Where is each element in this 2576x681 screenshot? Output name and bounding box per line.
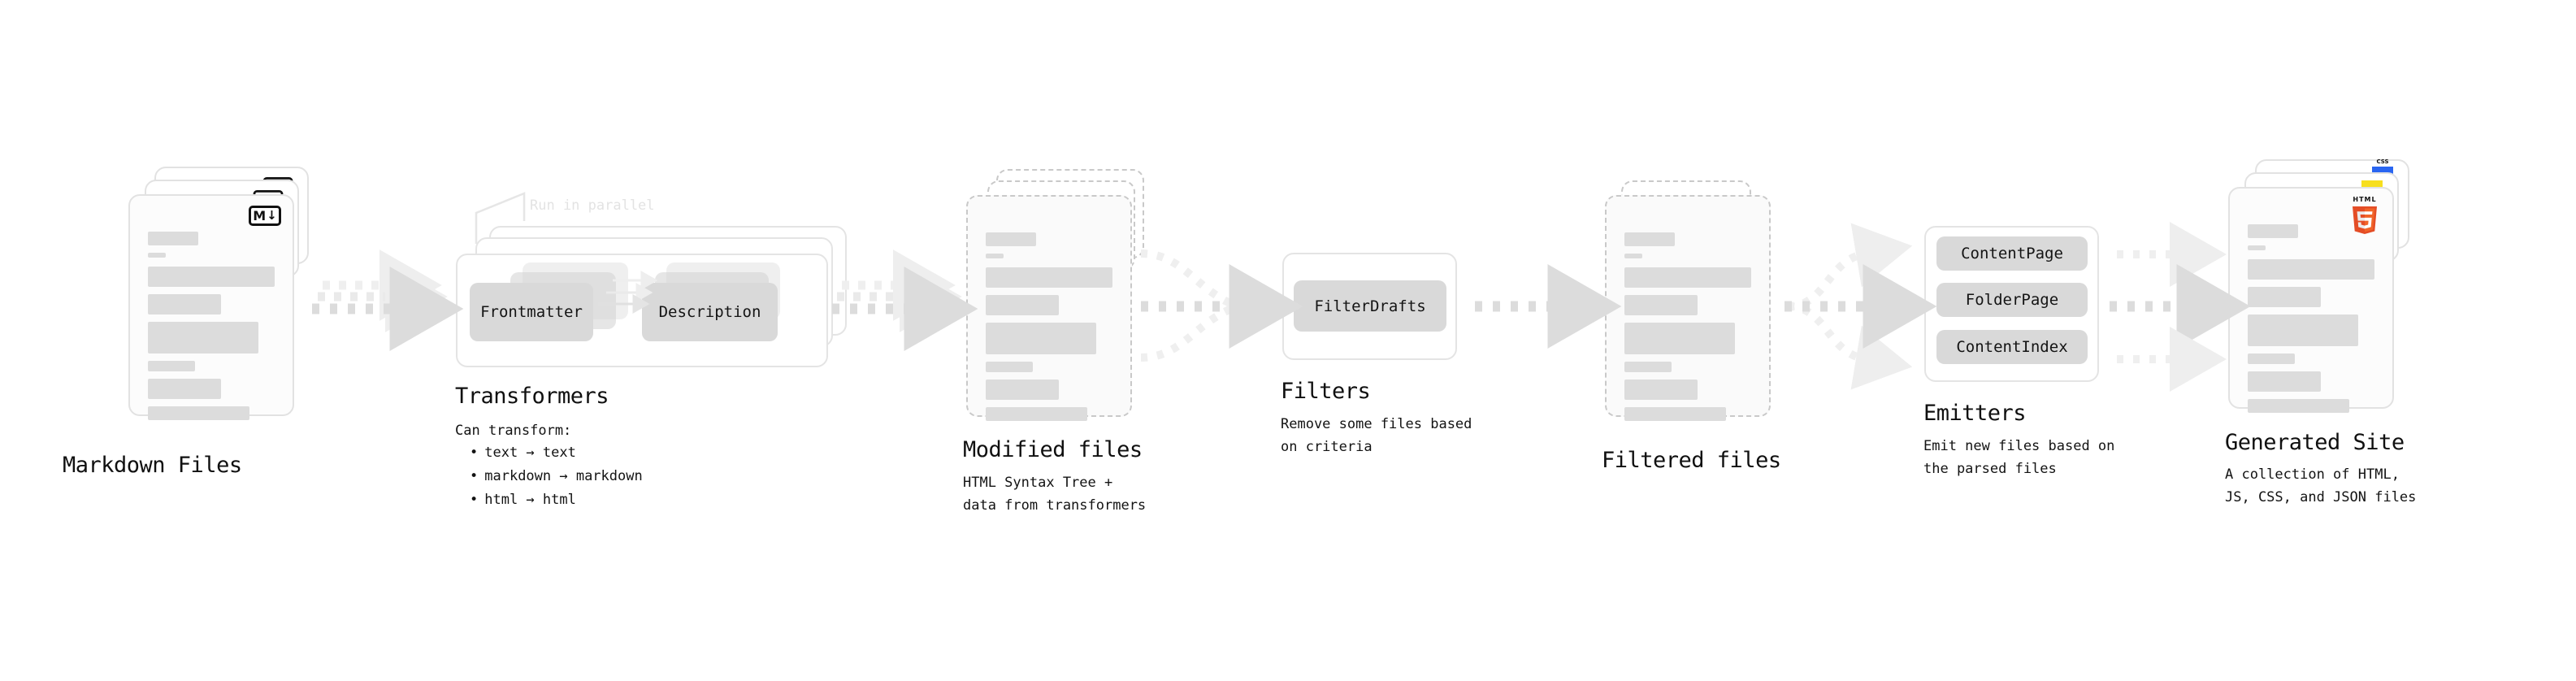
arrow-markdown-to-transformers xyxy=(312,249,464,351)
markdown-arrow: ↓ xyxy=(267,208,277,223)
markdown-icon: M ↓ xyxy=(249,206,281,226)
transform-bullet: markdown → markdown xyxy=(462,465,642,488)
arrow-emitters-to-generated xyxy=(2110,222,2251,392)
transform-bullet: text → text xyxy=(462,441,643,465)
stage-title-modified-files: Modified files xyxy=(963,437,1143,462)
stage-subtitle-filters: Remove some files based on criteria xyxy=(1281,416,1472,455)
transformer-chip-label: Description xyxy=(658,303,761,321)
emitter-chip-folderpage[interactable]: FolderPage xyxy=(1936,283,2088,317)
stage-title-emitters: Emitters xyxy=(1923,401,2027,426)
html5-icon: HTML xyxy=(2347,197,2383,236)
filter-chip-filterdrafts[interactable]: FilterDrafts xyxy=(1294,280,1446,332)
doc-placeholder-lines xyxy=(986,232,1112,428)
run-in-parallel-label: Run in parallel xyxy=(530,197,655,214)
stage-subtitle-emitters: Emit new files based on the parsed files xyxy=(1923,438,2115,477)
css-icon: CSS xyxy=(2372,159,2393,175)
stage-title-markdown-files: Markdown Files xyxy=(63,453,242,478)
stage-subtitle-generated-site: A collection of HTML, JS, CSS, and JSON … xyxy=(2225,466,2417,505)
transformer-chip-frontmatter[interactable]: Frontmatter xyxy=(470,283,593,341)
arrow-modified-to-filters xyxy=(1140,249,1303,362)
filter-chip-label: FilterDrafts xyxy=(1314,297,1426,315)
generated-card-html: HTML xyxy=(2228,187,2394,413)
doc-placeholder-lines xyxy=(1624,232,1751,428)
emitter-chip-label: ContentIndex xyxy=(1956,338,2068,356)
stage-subtitle-modified-files: HTML Syntax Tree + data from transformer… xyxy=(963,475,1147,514)
css-label: CSS xyxy=(2376,158,2389,165)
html5-caption: HTML xyxy=(2353,196,2377,203)
stage-subtitle-transformers: Can transform: xyxy=(455,423,572,439)
emitter-chip-contentindex[interactable]: ContentIndex xyxy=(1936,330,2088,364)
transformer-chip-description[interactable]: Description xyxy=(642,283,778,341)
markdown-card-front: M ↓ xyxy=(128,194,294,420)
stage-title-filters: Filters xyxy=(1281,379,1371,404)
arrow-filtered-to-emitters xyxy=(1785,223,1937,390)
filtered-card-front xyxy=(1605,195,1771,421)
emitter-chip-contentpage[interactable]: ContentPage xyxy=(1936,236,2088,271)
stage-title-filtered-files: Filtered files xyxy=(1602,448,1781,473)
stage-title-transformers: Transformers xyxy=(455,384,609,409)
doc-placeholder-lines xyxy=(2248,224,2374,420)
doc-placeholder-lines xyxy=(148,232,275,427)
modified-card-front xyxy=(966,195,1132,421)
emitter-chip-label: ContentPage xyxy=(1961,245,2063,262)
transform-bullet: html → html xyxy=(462,488,643,512)
transformers-bullet-list: text → text markdown → markdown html → h… xyxy=(462,441,643,512)
stage-title-generated-site: Generated Site xyxy=(2225,430,2405,455)
emitter-chip-label: FolderPage xyxy=(1965,291,2059,309)
markdown-letter: M xyxy=(253,207,267,223)
transformer-chip-label: Frontmatter xyxy=(480,303,583,321)
